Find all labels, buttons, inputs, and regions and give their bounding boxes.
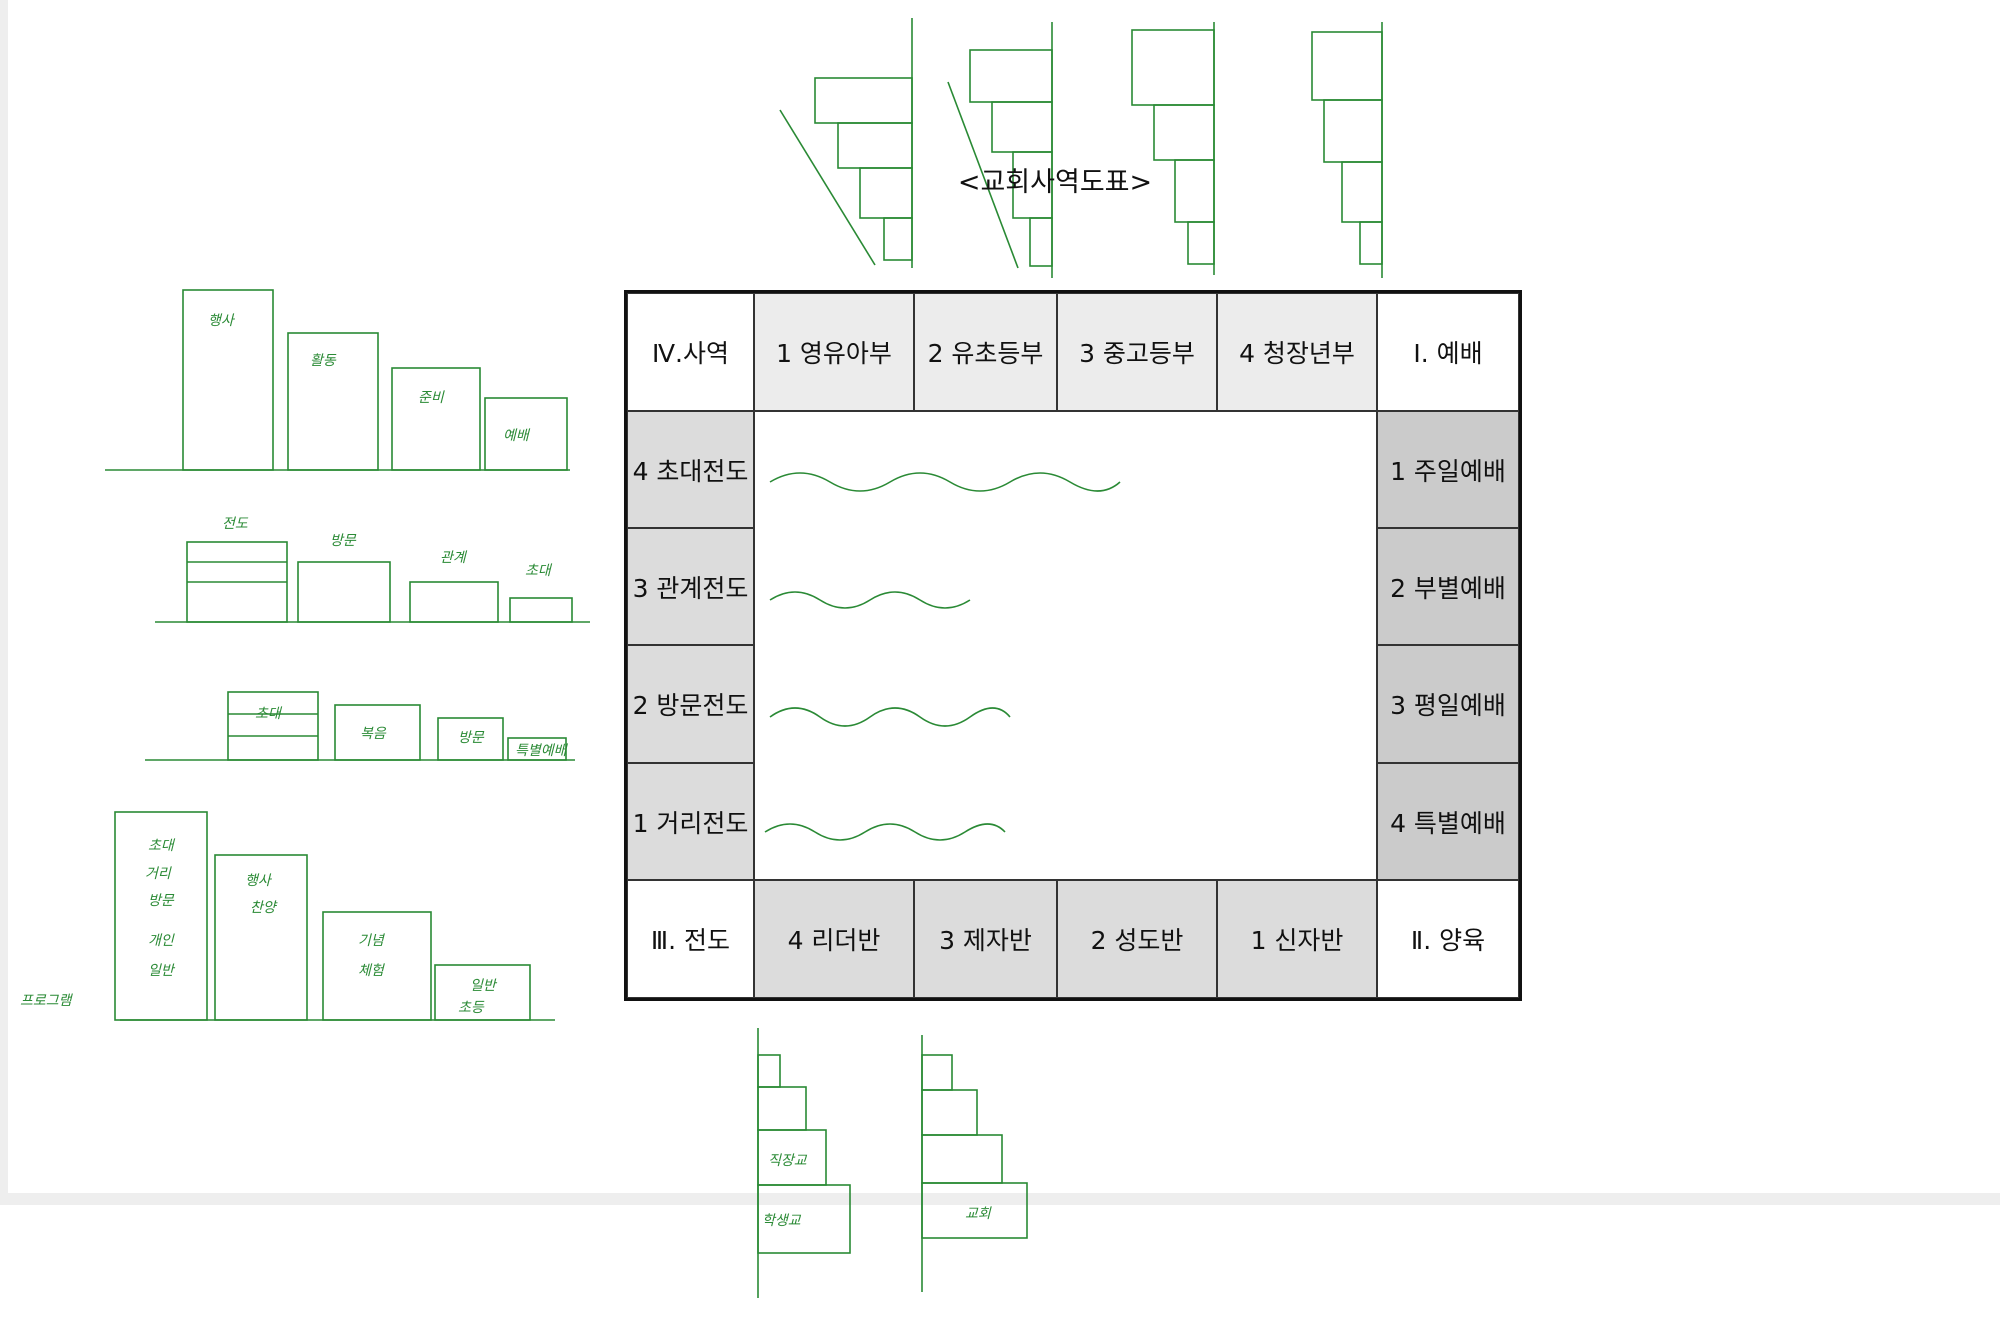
svg-text:방문: 방문 <box>458 730 485 746</box>
stair-sketch-2 <box>947 22 1053 278</box>
right-cell-2: 2 부별예배 <box>1377 528 1519 645</box>
right-cell-4: 4 특별예배 <box>1377 763 1519 880</box>
svg-text:교회: 교회 <box>965 1206 992 1222</box>
svg-text:초대: 초대 <box>525 563 553 579</box>
svg-text:프로그램: 프로그램 <box>20 993 74 1009</box>
stair-sketch-1 <box>779 18 913 268</box>
svg-text:체험: 체험 <box>358 963 386 979</box>
svg-text:일반: 일반 <box>148 963 176 979</box>
svg-text:복음: 복음 <box>360 726 387 742</box>
bottom-cell-2: 3 제자반 <box>914 880 1057 998</box>
ministry-chart: Ⅳ.사역 1 영유아부 2 유초등부 3 중고등부 4 청장년부 Ⅰ. 예배 4… <box>624 290 1522 1001</box>
left-cell-1: 4 초대전도 <box>627 411 754 528</box>
corner-top-left: Ⅳ.사역 <box>627 293 754 411</box>
svg-text:예배: 예배 <box>503 428 531 444</box>
svg-text:행사: 행사 <box>245 873 273 889</box>
stair-sketch-6: 교회 <box>921 1035 1028 1292</box>
left-cell-3: 2 방문전도 <box>627 645 754 763</box>
svg-text:초대: 초대 <box>148 838 176 854</box>
bottom-cell-1: 4 리더반 <box>754 880 914 998</box>
corner-bottom-right: Ⅱ. 양육 <box>1377 880 1519 998</box>
svg-text:활동: 활동 <box>310 353 337 369</box>
svg-text:방문: 방문 <box>148 893 175 909</box>
svg-text:준비: 준비 <box>418 390 445 406</box>
left-cell-4: 1 거리전도 <box>627 763 754 880</box>
svg-text:직장교: 직장교 <box>768 1153 808 1169</box>
center-handwriting <box>764 472 1121 841</box>
svg-text:기념: 기념 <box>358 933 386 949</box>
svg-text:학생교: 학생교 <box>762 1213 802 1229</box>
svg-text:초대: 초대 <box>255 706 283 722</box>
svg-text:거리: 거리 <box>145 866 172 882</box>
elevation-sketch-4: 초대 거리 방문 개인 일반 행사 찬양 기념 체험 일반 초등 프로그램 <box>20 811 555 1021</box>
stair-sketch-5: 직장교 학생교 <box>757 1028 851 1298</box>
top-cell-4: 4 청장년부 <box>1217 293 1377 411</box>
elevation-sketch-2: 전도 방문 관계 초대 <box>155 516 590 623</box>
center-area <box>754 411 1377 880</box>
corner-bottom-left: Ⅲ. 전도 <box>627 880 754 998</box>
svg-text:관계: 관계 <box>440 550 468 566</box>
bottom-cell-3: 2 성도반 <box>1057 880 1217 998</box>
canvas-frame <box>0 0 2000 1205</box>
svg-text:특별예배: 특별예배 <box>515 743 569 759</box>
bottom-cell-4: 1 신자반 <box>1217 880 1377 998</box>
elevation-sketch-3: 초대 복음 방문 특별예배 <box>145 691 575 761</box>
left-cell-2: 3 관계전도 <box>627 528 754 645</box>
right-cell-3: 3 평일예배 <box>1377 645 1519 763</box>
stair-sketch-4 <box>1311 22 1383 278</box>
top-cell-1: 1 영유아부 <box>754 293 914 411</box>
right-cell-1: 1 주일예배 <box>1377 411 1519 528</box>
svg-text:개인: 개인 <box>148 933 175 949</box>
stair-sketch-3 <box>1131 22 1215 275</box>
top-cell-2: 2 유초등부 <box>914 293 1057 411</box>
svg-text:전도: 전도 <box>222 516 249 532</box>
svg-text:일반: 일반 <box>470 978 498 994</box>
elevation-sketch-1: 행사 활동 준비 예배 <box>105 289 570 471</box>
svg-text:찬양: 찬양 <box>250 900 278 916</box>
corner-top-right: Ⅰ. 예배 <box>1377 293 1519 411</box>
svg-text:행사: 행사 <box>208 313 236 329</box>
svg-text:초등: 초등 <box>458 1000 485 1016</box>
page-title: <교회사역도표> <box>957 167 1153 198</box>
svg-text:방문: 방문 <box>330 533 357 549</box>
top-cell-3: 3 중고등부 <box>1057 293 1217 411</box>
